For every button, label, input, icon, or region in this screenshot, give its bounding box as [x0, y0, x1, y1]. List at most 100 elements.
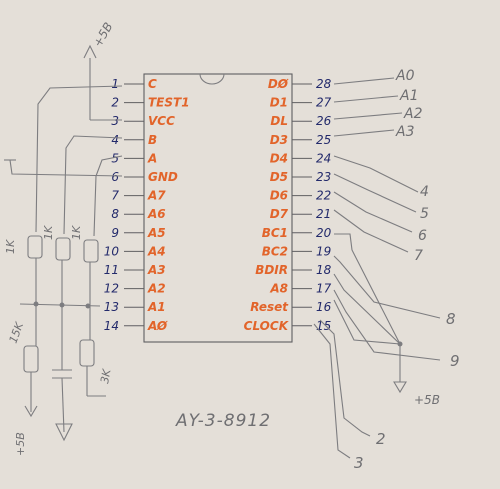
pin-name: B: [148, 133, 157, 147]
pin-number: 9: [111, 226, 119, 240]
resistor-label-5: 3K: [98, 367, 113, 384]
pin-number: 21: [316, 207, 331, 221]
pin-name: D3: [270, 133, 288, 147]
supply-arrow-right: [393, 381, 407, 394]
supply-arrow-bottom: [24, 405, 38, 418]
pin-name: A6: [147, 207, 166, 221]
pin-name: D6: [270, 189, 288, 203]
pin-name: D5: [270, 170, 288, 184]
net-label: 3: [354, 454, 364, 472]
resistor-label-2: 1K: [42, 225, 55, 240]
pin-name: GND: [148, 170, 178, 184]
out-wire: [61, 377, 65, 433]
left-network: [4, 44, 123, 442]
top-supply-label: +5B: [90, 20, 115, 49]
lead-d2: [333, 112, 403, 120]
pin-name: A2: [147, 282, 166, 296]
net-label: A1: [399, 88, 418, 104]
pin-number: 13: [104, 300, 119, 314]
supply-arrow-top: [83, 44, 97, 59]
pin-name: D7: [270, 207, 289, 221]
resistor-label-1: 1K: [4, 239, 17, 254]
lead-bdir: [333, 273, 401, 345]
pin-name: DL: [270, 114, 288, 128]
pin-number: 10: [104, 244, 120, 258]
pin-name: A8: [269, 282, 288, 296]
lead-clock-b: [313, 323, 351, 459]
pin-number: 1: [111, 77, 119, 91]
c-wire: [35, 85, 123, 233]
pin-name: A3: [147, 263, 166, 277]
pin-number: 7: [111, 189, 119, 203]
chip-part-label: AY-3-8912: [175, 411, 271, 431]
mix-dot-3: [85, 303, 91, 309]
pin-name: VCC: [148, 114, 175, 128]
lead-d1: [333, 95, 399, 103]
net-label: A0: [395, 68, 415, 84]
pin-number: 6: [111, 170, 119, 184]
lead-clock-a: [319, 319, 371, 437]
junction-dot: [397, 341, 403, 347]
pin-name: BC1: [262, 226, 288, 240]
resistor-3: [83, 239, 99, 263]
pin-name: A: [147, 151, 157, 165]
lead-d3: [333, 129, 395, 137]
pin-number: 8: [111, 207, 119, 221]
pin-number: 3: [111, 114, 119, 128]
pin-number: 12: [104, 282, 119, 296]
lead-d4: [333, 155, 419, 193]
pin-number: 14: [104, 319, 119, 333]
pin-name: AØ: [147, 319, 168, 333]
handwritten-labels: +5B +5B +5B 1K 1K 1K 15K 3K: [4, 20, 440, 456]
pin-name: Reset: [250, 300, 289, 314]
resistor-5: [79, 339, 95, 367]
resistor-1: [27, 235, 43, 259]
resistor-4: [23, 345, 39, 373]
right-supply-label: +5B: [414, 393, 440, 407]
pin-name: D4: [270, 151, 288, 165]
lead-d6: [333, 191, 413, 233]
pin-name: A5: [147, 226, 166, 240]
control-label-group: 8 9 23: [354, 310, 460, 472]
lead-bc1: [334, 233, 401, 382]
net-label: 9: [450, 352, 460, 370]
mix-dot-2: [59, 302, 65, 308]
lead-d5: [333, 173, 417, 213]
pin-name: CLOCK: [244, 319, 290, 333]
b-wire: [63, 135, 123, 235]
net-label: 8: [446, 310, 456, 328]
pin-number: 4: [111, 133, 119, 147]
pin-name: DØ: [268, 77, 289, 91]
pin-number: 2: [111, 96, 119, 110]
pin-number: 17: [316, 282, 332, 296]
pin-number: 28: [316, 77, 332, 91]
net-label: 2: [376, 430, 386, 448]
pin-name: A7: [147, 189, 166, 203]
pin-number: 11: [104, 263, 119, 277]
ground-arrow: [55, 423, 73, 442]
bottom-supply-label: +5B: [14, 432, 27, 456]
resistor-label-4: 15K: [7, 320, 27, 345]
pin-number: 27: [316, 96, 332, 110]
resistor-2: [55, 237, 71, 261]
net-label: 6: [418, 228, 427, 244]
pin-number: 26: [316, 114, 332, 128]
net-label: A3: [395, 124, 414, 140]
pin-name: A1: [147, 300, 166, 314]
a-wire: [93, 155, 123, 237]
pin-name: TEST1: [148, 96, 190, 110]
pin-number: 23: [316, 170, 331, 184]
pin-number: 24: [316, 151, 331, 165]
pin-number: 5: [111, 151, 119, 165]
lead-bc2: [333, 255, 441, 319]
chip-body: [143, 73, 293, 343]
pin-number: 19: [316, 244, 331, 258]
data-bus-leads: [333, 77, 419, 253]
lead-d7: [333, 209, 409, 253]
lead-reset: [333, 299, 401, 345]
control-leads: [313, 233, 441, 459]
net-label: 4: [420, 184, 429, 200]
